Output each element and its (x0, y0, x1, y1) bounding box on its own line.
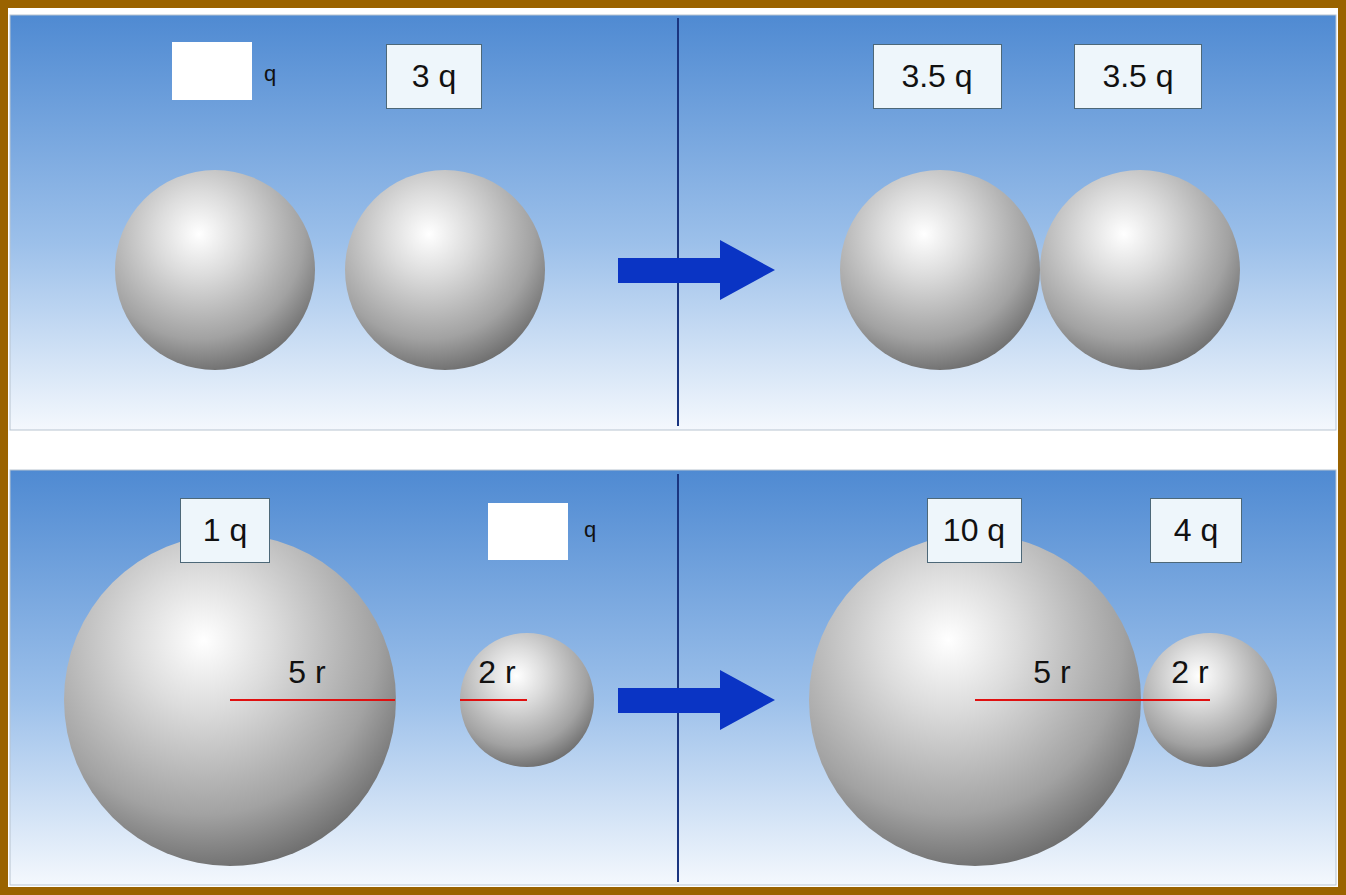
blank-box (172, 42, 252, 100)
radius-label: 5 r (1033, 656, 1070, 688)
panel (10, 470, 1336, 885)
radius-label: 2 r (1171, 656, 1208, 688)
charge-box: 1 q (180, 498, 270, 563)
charge-value: 10 q (943, 514, 1005, 546)
arrow (618, 670, 775, 730)
charge-value: 1 q (203, 514, 247, 546)
panel (10, 15, 1336, 430)
charge-value: 4 q (1174, 514, 1218, 546)
radius-line (975, 699, 1210, 701)
radius-label: 2 r (478, 656, 515, 688)
unit-label: q (264, 63, 276, 85)
sphere (345, 170, 545, 370)
sphere (64, 534, 396, 866)
charge-value: 3.5 q (1102, 60, 1173, 92)
charge-value: 3.5 q (901, 60, 972, 92)
charge-box: 4 q (1150, 498, 1242, 563)
sphere (840, 170, 1040, 370)
divider (677, 474, 679, 882)
charge-box: 3.5 q (873, 44, 1002, 109)
unit-label: q (584, 519, 596, 541)
blank-box (488, 503, 568, 560)
arrow (618, 240, 775, 300)
frame (8, 8, 1338, 887)
charge-box: 10 q (927, 498, 1022, 563)
radius-line (460, 699, 527, 701)
sphere (460, 633, 594, 767)
radius-line (230, 699, 395, 701)
charge-box: 3.5 q (1074, 44, 1202, 109)
charge-value: 3 q (412, 60, 456, 92)
sphere (115, 170, 315, 370)
charge-box: 3 q (386, 44, 482, 109)
sphere (1040, 170, 1240, 370)
divider (677, 18, 679, 426)
radius-label: 5 r (288, 656, 325, 688)
